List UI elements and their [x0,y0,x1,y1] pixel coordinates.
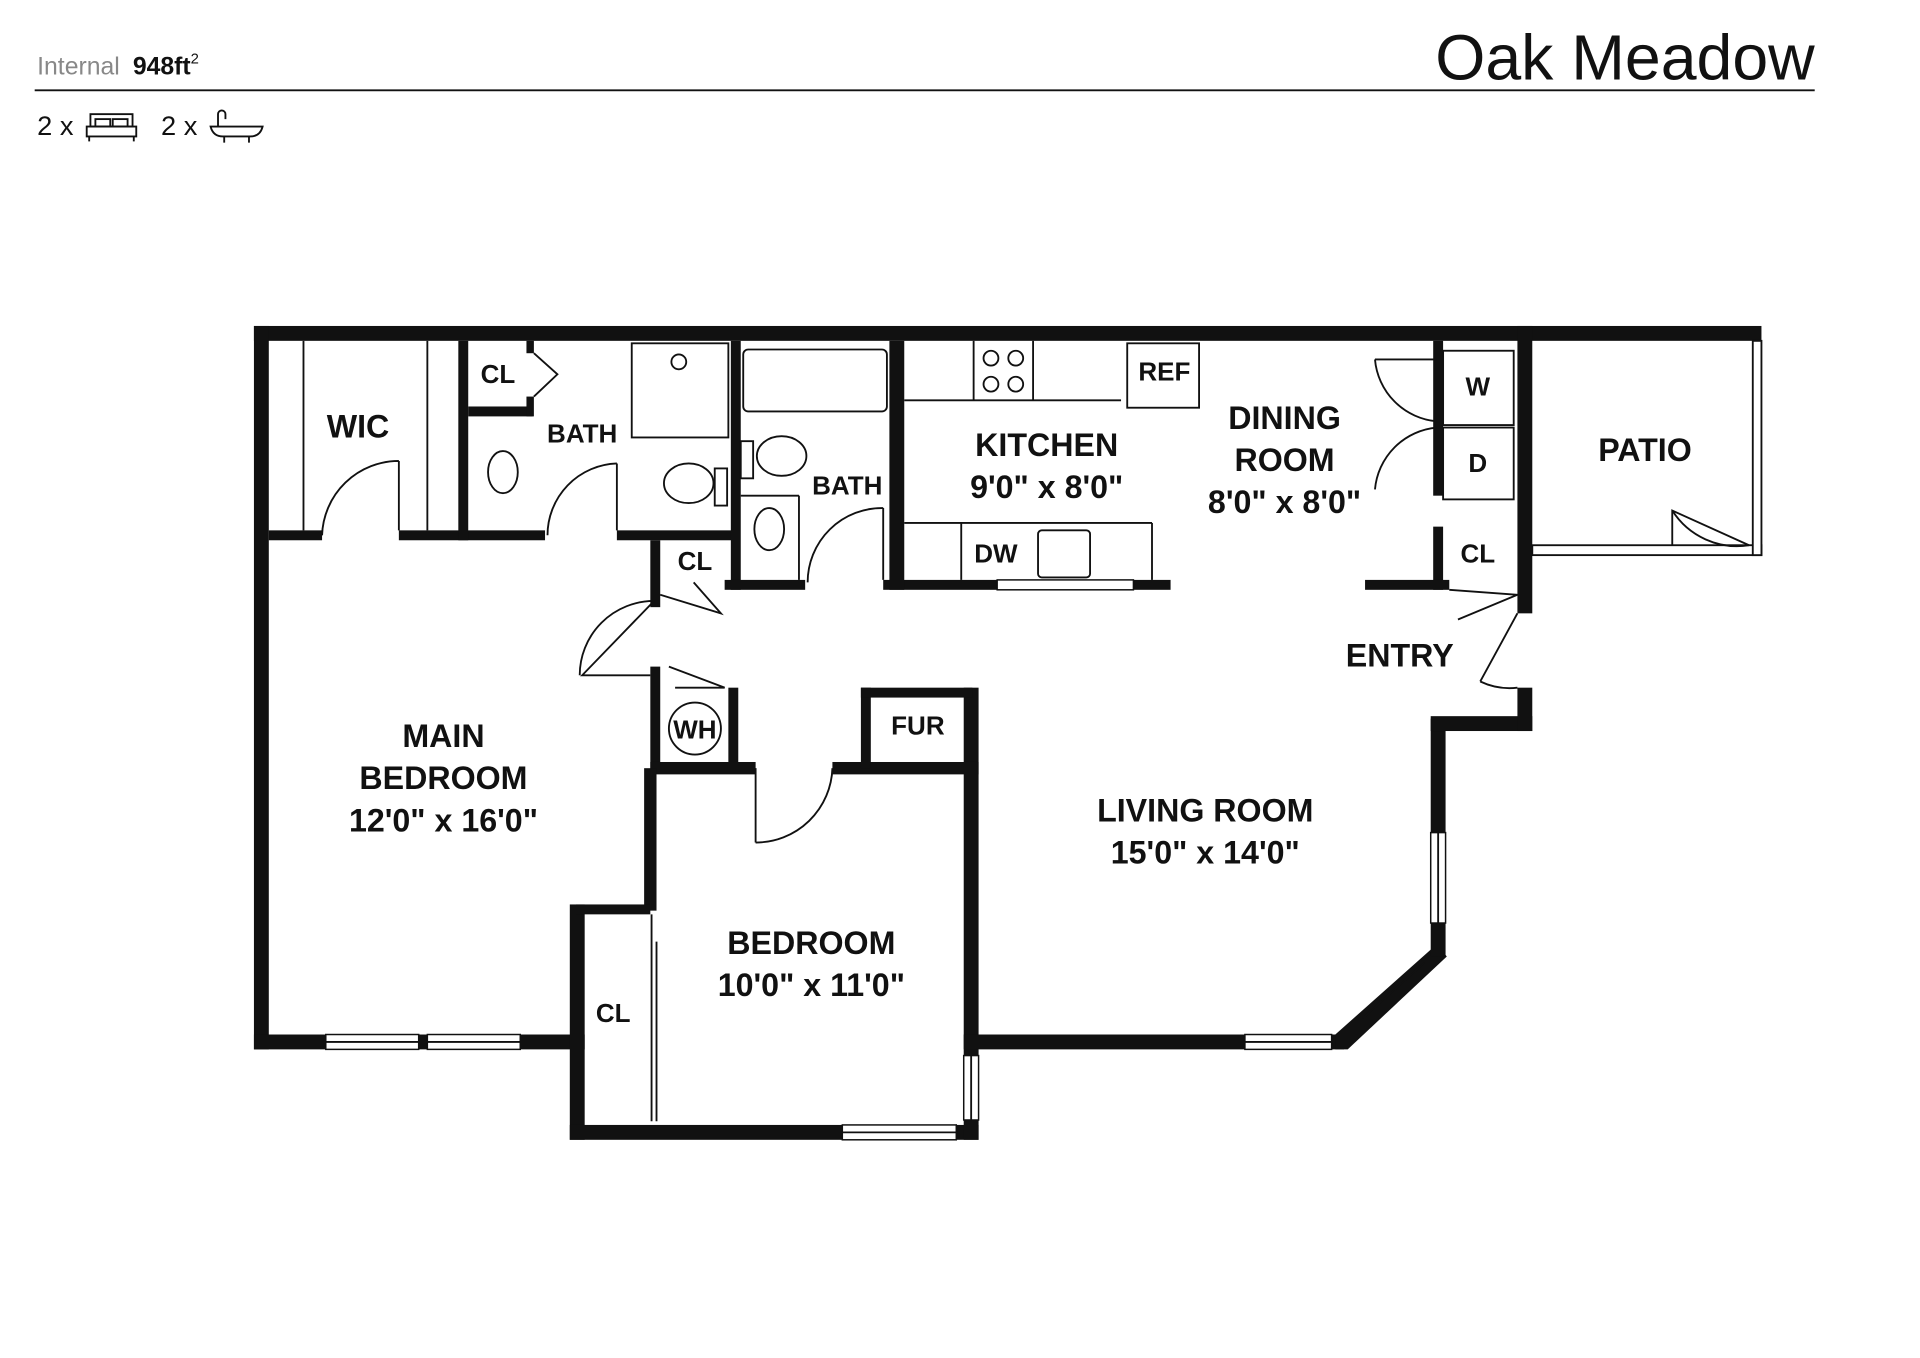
label-closet: CL [481,359,516,389]
fixtures [302,340,1515,756]
label-closet: CL [678,546,713,576]
bathtub [742,348,888,413]
bedrooms-count: 2 x [37,110,74,141]
kitchen-sink [1037,529,1091,579]
label-kitchen-dims: 9'0" x 8'0" [970,469,1123,505]
internal-label: Internal [37,54,120,81]
bed-icon [85,113,138,142]
area-unit-sup: 2 [191,51,199,67]
toilet [663,462,715,505]
label-kitchen: KITCHEN [975,427,1118,463]
property-title: Oak Meadow [1435,21,1815,93]
internal-area: Internal 948ft2 [37,51,199,80]
bathrooms-count: 2 x [161,110,198,141]
label-main-bedroom: MAIN [402,718,484,754]
shower [630,342,730,439]
label-closet: CL [596,998,631,1028]
label-living-room: LIVING ROOM [1097,792,1313,828]
label-closet: CL [1460,539,1495,569]
label-wic: WIC [327,408,390,444]
patio-outline [1531,339,1763,557]
label-furnace: FUR [891,711,945,741]
toilet [755,435,808,477]
label-main-bedroom-dims: 12'0" x 16'0" [349,802,538,838]
windows [325,579,1447,1141]
label-bath: BATH [547,418,617,448]
bathtub-icon [209,109,264,143]
label-dining-room: ROOM [1234,442,1334,478]
label-patio: PATIO [1598,432,1692,468]
room-labels: WIC CL BATH BATH KITCHEN 9'0" x 8'0" REF… [327,356,1692,1028]
area-value: 948ft [133,54,191,81]
label-dining: DINING [1228,400,1341,436]
label-living-dims: 15'0" x 14'0" [1111,835,1300,871]
stove-icon [982,349,1025,393]
label-entry: ENTRY [1346,638,1454,674]
label-washer: W [1466,371,1491,401]
label-main-bedroom-2: BEDROOM [359,760,527,796]
doors [321,352,1519,1122]
label-water-heater: WH [673,714,716,744]
label-ref: REF [1138,356,1190,386]
label-dining-dims: 8'0" x 8'0" [1208,484,1361,520]
label-dryer: D [1468,448,1487,478]
water-heater [667,701,722,756]
walls [253,325,1762,1140]
label-dishwasher: DW [974,539,1018,569]
header-divider [34,89,1815,92]
label-bedroom: BEDROOM [727,925,895,961]
sink [487,450,519,495]
label-bath: BATH [812,470,882,500]
label-bedroom-dims: 10'0" x 11'0" [718,967,905,1003]
sink [753,507,786,552]
